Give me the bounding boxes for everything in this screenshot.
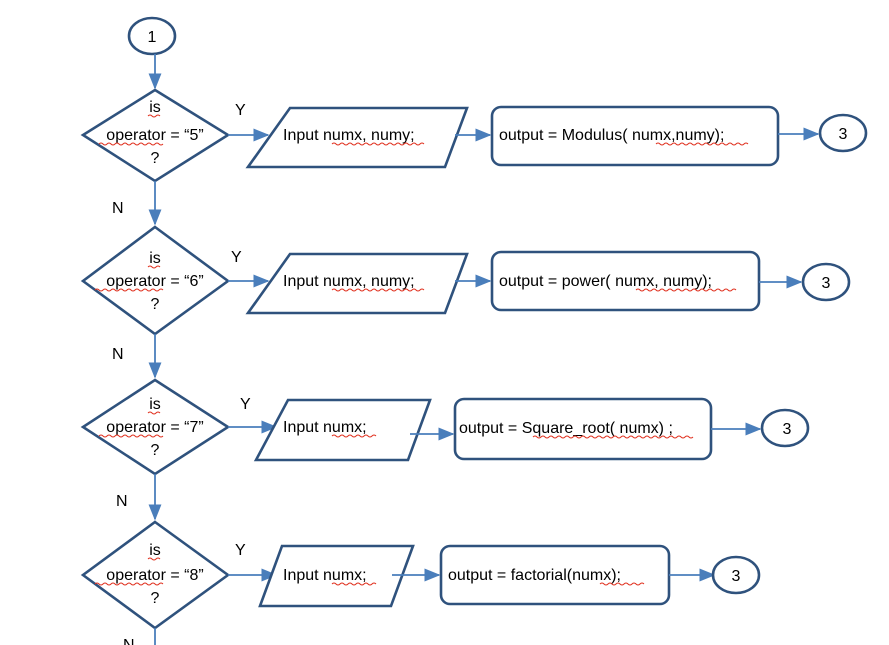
decision-2-line2: operator = “6” (106, 273, 203, 290)
no-label-3: N (116, 493, 128, 510)
end-connector-1-label: 3 (839, 126, 848, 143)
decision-1-line1: is (149, 99, 161, 116)
process-box-1: output = Modulus( numx,numy); (490, 105, 780, 167)
input-3-text: Input numx; (283, 419, 367, 436)
yes-label-2: Y (231, 249, 242, 266)
input-box-4: Input numx; (258, 544, 415, 608)
process-2-text: output = power( numx, numy); (499, 273, 712, 290)
decision-4-line3: ? (151, 590, 160, 607)
yes-label-3: Y (240, 396, 251, 413)
process-box-3: output = Square_root( numx) ; (453, 397, 713, 461)
decision-operator-7: is operator = “7” ? (80, 378, 231, 476)
process-4-text: output = factorial(numx); (448, 567, 621, 584)
input-4-text: Input numx; (283, 567, 367, 584)
decision-4-line2: operator = “8” (106, 567, 203, 584)
decision-3-line2: operator = “7” (106, 419, 203, 436)
input-box-3: Input numx; (253, 398, 432, 462)
start-connector-label: 1 (148, 29, 157, 46)
end-connector-3-label: 3 (783, 421, 792, 438)
no-label-4: N (123, 637, 135, 645)
end-connector-4-label: 3 (732, 568, 741, 585)
input-box-1: Input numx, numy; (245, 106, 469, 169)
decision-1-line3: ? (151, 150, 160, 167)
yes-label-4: Y (235, 542, 246, 559)
no-label-1: N (112, 200, 124, 217)
end-connector-2-label: 3 (822, 275, 831, 292)
end-connector-1: 3 (818, 113, 868, 153)
end-connector-4: 3 (711, 555, 761, 595)
decision-2-line1: is (149, 250, 161, 267)
process-1-text: output = Modulus( numx,numy); (499, 127, 724, 144)
decision-operator-6: is operator = “6” ? (80, 225, 231, 336)
end-connector-2: 3 (801, 262, 851, 302)
decision-1-line2: operator = “5” (106, 127, 203, 144)
no-label-2: N (112, 346, 124, 363)
decision-4-line1: is (149, 542, 161, 559)
end-connector-3: 3 (760, 408, 810, 448)
decision-2-line3: ? (151, 296, 160, 313)
decision-3-line3: ? (151, 442, 160, 459)
input-2-text: Input numx, numy; (283, 273, 415, 290)
decision-operator-5: is operator = “5” ? (80, 88, 231, 183)
yes-label-1: Y (235, 102, 246, 119)
decision-3-line1: is (149, 396, 161, 413)
process-3-text: output = Square_root( numx) ; (459, 420, 673, 437)
process-box-4: output = factorial(numx); (439, 544, 671, 606)
input-box-2: Input numx, numy; (245, 252, 469, 315)
input-1-text: Input numx, numy; (283, 127, 415, 144)
start-connector: 1 (127, 16, 177, 56)
decision-operator-8: is operator = “8” ? (80, 520, 231, 630)
process-box-2: output = power( numx, numy); (490, 250, 761, 312)
